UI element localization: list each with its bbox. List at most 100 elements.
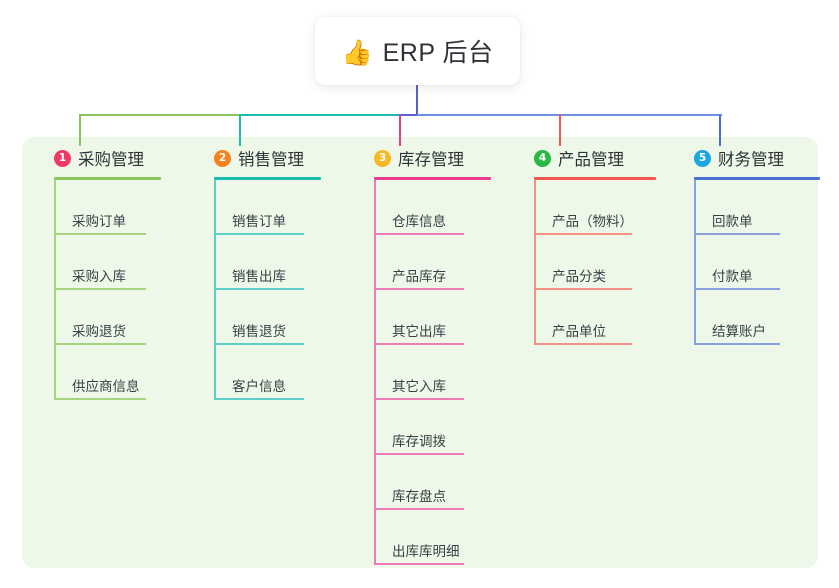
column-rule-5 xyxy=(694,177,820,180)
root-title: ERP 后台 xyxy=(382,39,494,67)
list-item-rule xyxy=(54,288,146,290)
list-item-label: 产品（物料） xyxy=(552,214,633,229)
list-item[interactable]: 产品（物料） xyxy=(534,180,656,235)
list-item[interactable]: 产品单位 xyxy=(534,290,656,345)
column-header-4[interactable]: 4 产品管理 xyxy=(518,146,656,170)
column-spine-1 xyxy=(54,180,56,400)
list-item[interactable]: 供应商信息 xyxy=(54,345,161,400)
list-item-label: 仓库信息 xyxy=(392,214,446,229)
list-item-label: 库存调拨 xyxy=(392,434,446,449)
column-title-2: 销售管理 xyxy=(238,151,304,169)
list-item-label: 采购退货 xyxy=(72,324,126,339)
thumbs-up-icon: 👍 xyxy=(341,37,373,67)
column-2: 2 销售管理销售订单销售出库销售退货客户信息 xyxy=(198,146,321,400)
list-item[interactable]: 回款单 xyxy=(694,180,820,235)
list-item-rule xyxy=(534,233,632,235)
column-items-1: 采购订单采购入库采购退货供应商信息 xyxy=(54,180,161,400)
list-item-label: 客户信息 xyxy=(232,379,286,394)
list-item-rule xyxy=(214,398,304,400)
list-item[interactable]: 出库库明细 xyxy=(374,510,491,565)
list-item[interactable]: 库存盘点 xyxy=(374,455,491,510)
column-items-3: 仓库信息产品库存其它出库其它入库库存调拨库存盘点出库库明细 xyxy=(374,180,491,565)
list-item[interactable]: 采购入库 xyxy=(54,235,161,290)
list-item-label: 销售订单 xyxy=(232,214,286,229)
list-item-rule xyxy=(214,288,304,290)
column-badge-3: 3 xyxy=(374,149,391,167)
list-item-rule xyxy=(214,233,304,235)
list-item-label: 其它入库 xyxy=(392,379,446,394)
list-item-rule xyxy=(54,398,146,400)
list-item[interactable]: 销售退货 xyxy=(214,290,321,345)
list-item-rule xyxy=(374,453,464,455)
connector-root-stem xyxy=(415,85,419,117)
column-5: 5 财务管理回款单付款单结算账户 xyxy=(678,146,820,345)
list-item-rule xyxy=(374,563,464,565)
list-item[interactable]: 其它入库 xyxy=(374,345,491,400)
list-item-rule xyxy=(694,233,780,235)
list-item-label: 其它出库 xyxy=(392,324,446,339)
column-items-2: 销售订单销售出库销售退货客户信息 xyxy=(214,180,321,400)
list-item[interactable]: 采购退货 xyxy=(54,290,161,345)
list-item-label: 结算账户 xyxy=(712,324,766,339)
list-item[interactable]: 产品库存 xyxy=(374,235,491,290)
connector-elbow-1 xyxy=(78,114,82,115)
list-item[interactable]: 销售出库 xyxy=(214,235,321,290)
column-items-5: 回款单付款单结算账户 xyxy=(694,180,820,345)
column-spine-2 xyxy=(214,180,216,400)
list-item-label: 产品分类 xyxy=(552,269,606,284)
list-item[interactable]: 产品分类 xyxy=(534,235,656,290)
column-spine-5 xyxy=(694,180,696,345)
list-item-label: 采购订单 xyxy=(72,214,126,229)
list-item-label: 库存盘点 xyxy=(392,489,446,504)
list-item[interactable]: 付款单 xyxy=(694,235,820,290)
list-item-rule xyxy=(694,288,780,290)
list-item-label: 回款单 xyxy=(712,214,753,229)
diagram-panel xyxy=(22,137,818,568)
list-item[interactable]: 客户信息 xyxy=(214,345,321,400)
column-title-1: 采购管理 xyxy=(78,151,144,169)
connector-bar-indigo-left xyxy=(400,114,417,117)
list-item-rule xyxy=(534,288,632,290)
connector-elbow-2 xyxy=(718,114,722,115)
connector-bar-teal xyxy=(240,114,400,117)
column-title-4: 产品管理 xyxy=(558,151,624,169)
list-item[interactable]: 采购订单 xyxy=(54,180,161,235)
column-rule-1 xyxy=(54,177,161,180)
column-4: 4 产品管理产品（物料） 产品分类产品单位 xyxy=(518,146,656,345)
column-badge-4: 4 xyxy=(534,149,551,167)
list-item[interactable]: 其它出库 xyxy=(374,290,491,345)
list-item-label: 出库库明细 xyxy=(392,544,460,559)
column-badge-5: 5 xyxy=(694,149,711,167)
column-badge-2: 2 xyxy=(214,149,231,167)
list-item-label: 产品库存 xyxy=(392,269,446,284)
column-spine-3 xyxy=(374,180,376,565)
list-item-label: 产品单位 xyxy=(552,324,606,339)
column-spine-4 xyxy=(534,180,536,345)
list-item-rule xyxy=(374,343,464,345)
list-item-label: 付款单 xyxy=(712,269,753,284)
list-item[interactable]: 库存调拨 xyxy=(374,400,491,455)
root-node[interactable]: 👍 ERP 后台 xyxy=(315,17,520,85)
list-item-label: 采购入库 xyxy=(72,269,126,284)
list-item-rule xyxy=(374,288,464,290)
list-item-label: 供应商信息 xyxy=(72,379,140,394)
list-item[interactable]: 结算账户 xyxy=(694,290,820,345)
list-item-rule xyxy=(54,343,146,345)
list-item-rule xyxy=(374,398,464,400)
connector-bar-green xyxy=(80,114,240,117)
column-title-5: 财务管理 xyxy=(718,151,784,169)
list-item-rule xyxy=(214,343,304,345)
list-item-rule xyxy=(54,233,146,235)
list-item[interactable]: 仓库信息 xyxy=(374,180,491,235)
list-item-rule xyxy=(374,233,464,235)
list-item[interactable]: 销售订单 xyxy=(214,180,321,235)
list-item-rule xyxy=(374,508,464,510)
column-header-5[interactable]: 5 财务管理 xyxy=(678,146,820,170)
column-header-2[interactable]: 2 销售管理 xyxy=(198,146,321,170)
column-rule-3 xyxy=(374,177,491,180)
column-rule-2 xyxy=(214,177,321,180)
